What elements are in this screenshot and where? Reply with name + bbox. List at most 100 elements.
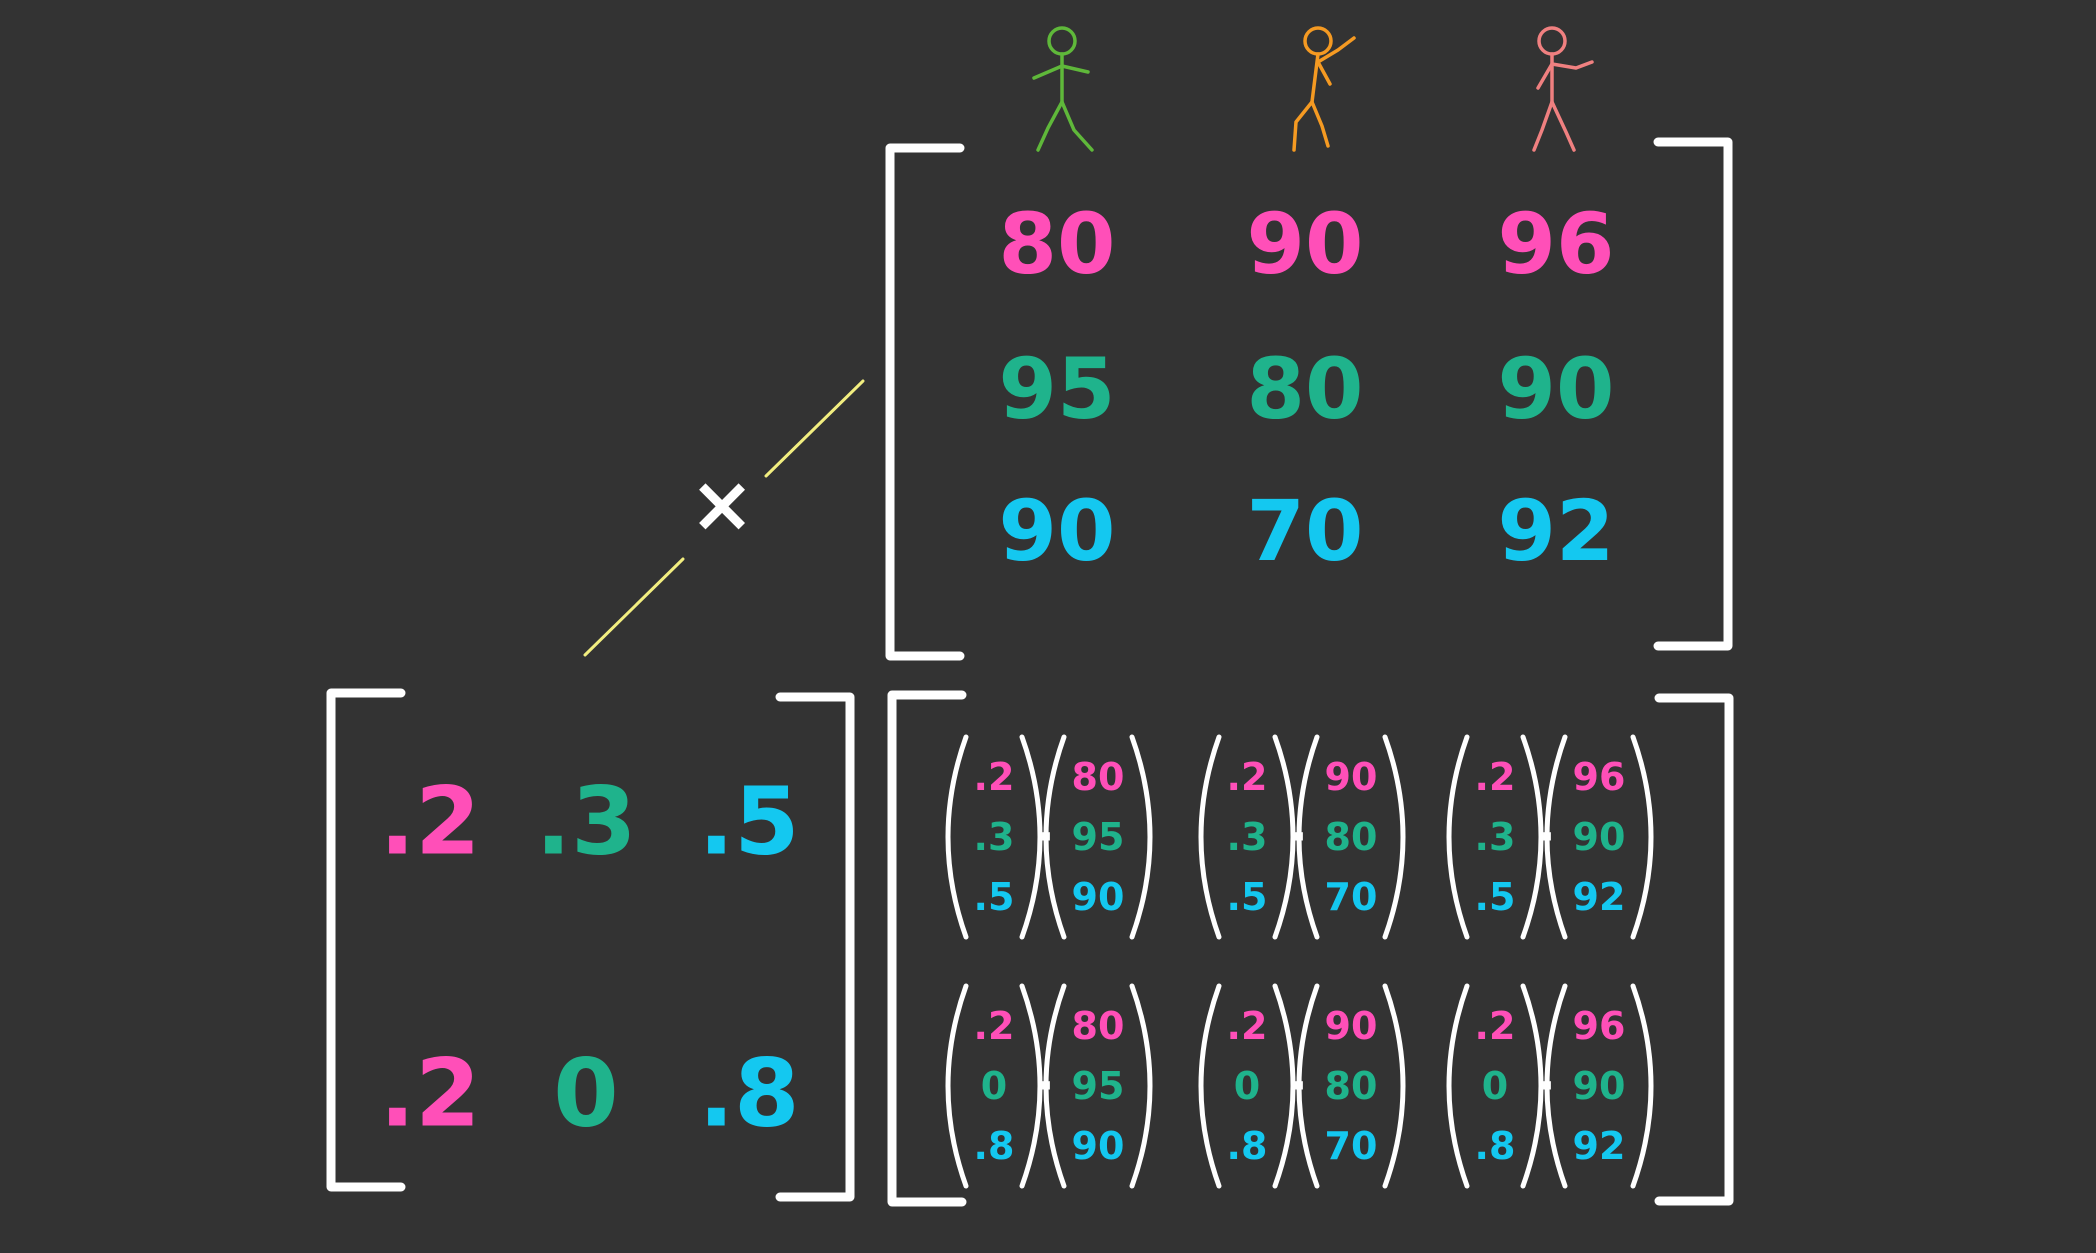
score-r1-c3: 96: [1498, 195, 1615, 293]
score-r2-c1: 95: [999, 340, 1116, 438]
weight-r1-c2: .3: [535, 768, 636, 877]
cell-weight-1: .2: [974, 1004, 1015, 1048]
weights-matrix-right-bracket: [775, 692, 855, 1202]
orange-figure: [1292, 26, 1356, 152]
cell-weight-3: .5: [1475, 875, 1516, 919]
cell-score-1: 80: [1072, 1004, 1125, 1048]
salmon-figure-head: [1537, 26, 1567, 56]
scores-matrix-left-bracket: [885, 143, 965, 661]
weights-vector-left-paren: [1198, 734, 1222, 940]
cell-score-1: 90: [1325, 1004, 1378, 1048]
weight-r2-c2: 0: [553, 1040, 618, 1149]
dot-operator: ·: [1291, 812, 1308, 863]
weight-r2-c3: .8: [698, 1040, 799, 1149]
cell-score-3: 90: [1072, 875, 1125, 919]
weights-vector-right-paren: [1520, 983, 1544, 1189]
scores-vector-left-paren: [1043, 734, 1067, 940]
cell-weight-3: .8: [974, 1124, 1015, 1168]
cell-weight-2: .3: [974, 815, 1015, 859]
cell-weight-1: .2: [974, 755, 1015, 799]
weights-vector-left-paren: [945, 983, 969, 1189]
weights-matrix-left-bracket: [326, 688, 406, 1192]
dot-product-r1-c1: .2 .3 .5 80 95 90 ·: [945, 734, 1153, 940]
product-matrix-right-bracket: [1654, 693, 1734, 1206]
score-r3-c1: 90: [999, 482, 1116, 580]
diagonal-guide-line-upper: [764, 379, 865, 478]
scores-vector-left-paren: [1043, 983, 1067, 1189]
cell-weight-3: .5: [1227, 875, 1268, 919]
weights-vector-left-paren: [945, 734, 969, 940]
scores-vector-left-paren: [1544, 983, 1568, 1189]
scores-vector-left-paren: [1296, 734, 1320, 940]
dot-operator: ·: [1038, 812, 1055, 863]
score-r1-c2: 90: [1247, 195, 1364, 293]
diagonal-guide-line-lower: [583, 557, 685, 657]
cell-weight-3: .8: [1475, 1124, 1516, 1168]
weights-vector-right-paren: [1019, 983, 1043, 1189]
cell-weight-2: 0: [1234, 1064, 1260, 1108]
green-figure-legs: [1036, 100, 1094, 152]
weights-vector-left-paren: [1198, 983, 1222, 1189]
scores-vector-right-paren: [1129, 983, 1153, 1189]
cell-score-3: 90: [1072, 1124, 1125, 1168]
cell-score-2: 95: [1072, 815, 1125, 859]
weight-r1-c1: .2: [379, 768, 480, 877]
weights-vector-right-paren: [1272, 734, 1296, 940]
cell-score-1: 96: [1573, 755, 1626, 799]
green-figure-head: [1047, 26, 1077, 56]
green-figure: [1032, 26, 1094, 152]
scores-vector-right-paren: [1630, 734, 1654, 940]
cell-weight-2: 0: [1482, 1064, 1508, 1108]
scores-vector-left-paren: [1544, 734, 1568, 940]
scores-vector-right-paren: [1630, 983, 1654, 1189]
cell-score-2: 90: [1573, 815, 1626, 859]
scores-vector-left-paren: [1296, 983, 1320, 1189]
dot-operator: ·: [1038, 1061, 1055, 1112]
score-r2-c2: 80: [1247, 340, 1364, 438]
weights-vector-left-paren: [1446, 734, 1470, 940]
dot-product-r2-c1: .2 0 .8 80 95 90 ·: [945, 983, 1153, 1189]
multiply-sign: ×: [689, 460, 754, 550]
salmon-figure: [1532, 26, 1594, 152]
cell-weight-3: .8: [1227, 1124, 1268, 1168]
cell-weight-2: .3: [1475, 815, 1516, 859]
weight-r1-c3: .5: [698, 768, 799, 877]
weight-r2-c1: .2: [379, 1040, 480, 1149]
cell-score-2: 95: [1072, 1064, 1125, 1108]
weights-vector-right-paren: [1520, 734, 1544, 940]
scores-vector-right-paren: [1382, 734, 1406, 940]
cell-score-3: 92: [1573, 875, 1626, 919]
cell-weight-1: .2: [1475, 755, 1516, 799]
cell-weight-2: 0: [981, 1064, 1007, 1108]
cell-weight-1: .2: [1475, 1004, 1516, 1048]
scores-vector-right-paren: [1129, 734, 1153, 940]
weights-vector-right-paren: [1019, 734, 1043, 940]
score-r2-c3: 90: [1498, 340, 1615, 438]
salmon-figure-legs: [1532, 100, 1576, 152]
cell-score-1: 80: [1072, 755, 1125, 799]
cell-weight-1: .2: [1227, 755, 1268, 799]
cell-weight-1: .2: [1227, 1004, 1268, 1048]
dot-operator: ·: [1291, 1061, 1308, 1112]
orange-figure-head: [1303, 26, 1333, 56]
cell-score-2: 80: [1325, 815, 1378, 859]
score-r3-c3: 92: [1498, 482, 1615, 580]
cell-score-2: 90: [1573, 1064, 1626, 1108]
cell-score-1: 96: [1573, 1004, 1626, 1048]
score-r3-c2: 70: [1247, 482, 1364, 580]
cell-score-1: 90: [1325, 755, 1378, 799]
weights-vector-left-paren: [1446, 983, 1470, 1189]
cell-score-2: 80: [1325, 1064, 1378, 1108]
cell-score-3: 70: [1325, 875, 1378, 919]
product-matrix-left-bracket: [887, 690, 967, 1207]
green-figure-arms: [1032, 64, 1090, 80]
dot-operator: ·: [1539, 1061, 1556, 1112]
cell-weight-3: .5: [974, 875, 1015, 919]
salmon-figure-arms: [1536, 60, 1594, 90]
